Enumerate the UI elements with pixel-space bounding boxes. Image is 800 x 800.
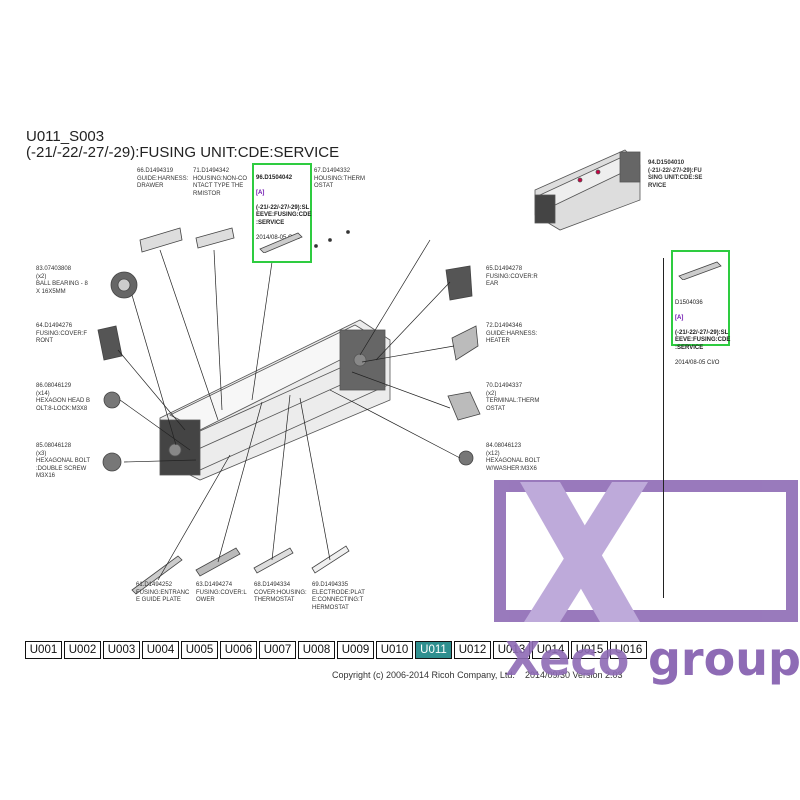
thermostat-cover-part [253,547,294,574]
highlight-b-number: D1504036 [675,299,703,306]
thermistor-housing-part [195,227,235,249]
watermark-group-word: group [648,632,800,686]
highlight-b-date: 2014/08-05 CI/O [675,359,720,366]
nav-u014[interactable]: U014 [532,641,569,659]
rear-cover-part [445,265,473,301]
drawer-guide-part [139,227,183,253]
sleeve-b-icon [678,261,722,280]
part-label-72: 72.D1494346 GUIDE:HARNESS: HEATER [486,323,538,344]
nav-u003[interactable]: U003 [103,641,140,659]
terminal-part [447,391,481,421]
nav-u013[interactable]: U013 [493,641,530,659]
part-label-61: 61.D1494252 FUSING:ENTRANC E GUIDE PLATE [136,582,190,603]
nav-u005[interactable]: U005 [181,641,218,659]
part-label-86: 86.08046129 (x14) HEXAGON HEAD B OLT:8-L… [36,383,91,412]
washer-bolt-part [458,450,474,466]
part-label-71: 71.D1494342 HOUSING:NON-CO NTACT TYPE TH… [193,168,247,197]
nav-u002[interactable]: U002 [64,641,101,659]
copyright-owner: Copyright (c) 2006-2014 Ricoh Company, L… [332,670,515,680]
part-label-84: 84.08046123 (x12) HEXAGONAL BOLT W/WASHE… [486,443,541,472]
part-label-70: 70.D1494337 (x2) TERMINAL:THERM OSTAT [486,383,540,412]
nav-u004[interactable]: U004 [142,641,179,659]
nav-u012[interactable]: U012 [454,641,491,659]
part-label-69: 69.D1494335 ELECTRODE:PLAT E:CONNECTING:… [312,582,365,611]
heater-guide-part [451,325,479,361]
service-unit-image [534,149,641,231]
page-title: (-21/-22/-27/-29):FUSING UNIT:CDE:SERVIC… [26,144,340,161]
nav-u007[interactable]: U007 [259,641,296,659]
nav-u006[interactable]: U006 [220,641,257,659]
highlight-a-number: 96.D1504042 [256,174,293,181]
highlight-part-sleeve-a[interactable]: 96.D1504042 [A] (-21/-22/-27/-29):SL EEV… [252,163,312,263]
nav-u009[interactable]: U009 [337,641,374,659]
part-label-68: 68.D1494334 COVER:HOUSING: THERMOSTAT [254,582,307,603]
entrance-guide-plate-part [131,555,183,595]
page-code: U011_S003 [26,128,105,145]
double-screw-part [102,452,122,472]
watermark-eco-x: Xeco [505,632,629,686]
part-label-85: 85.08046128 (x3) HEXAGONAL BOLT :DOUBLE … [36,443,91,479]
highlight-a-tag: [A] [256,189,265,196]
part-icons [97,227,481,595]
part-label-63: 63.D1494274 FUSING:COVER:L OWER [196,582,247,603]
nav-u001[interactable]: U001 [25,641,62,659]
part-label-94: 94.D1504010 (-21/-22/-27/-29):FU SING UN… [648,160,703,189]
nav-u016[interactable]: U016 [610,641,647,659]
copyright-text: Copyright (c) 2006-2014 Ricoh Company, L… [332,670,623,680]
part-label-67: 67.D1494332 HOUSING:THERM OSTAT [314,168,365,189]
nav-u011[interactable]: U011 [415,641,452,659]
highlight-b-tag: [A] [675,314,684,321]
nav-u015[interactable]: U015 [571,641,608,659]
part-label-64: 64.D1494276 FUSING:COVER:F RONT [36,323,88,344]
fusing-unit-body [159,319,391,481]
version-text: 2014/09/30 Version 2.03 [524,670,623,680]
part-label-66: 66.D1494319 GUIDE:HARNESS: DRAWER [137,168,189,189]
leader-lines [117,239,461,581]
highlight-part-sleeve-b[interactable]: D1504036 [A] (-21/-22/-27/-29):SL EEVE:F… [671,250,730,366]
front-cover-part [97,325,123,361]
electrode-plate-part [311,545,350,574]
watermark-x-letter: X [505,632,540,686]
part-label-65: 65.D1494278 FUSING:COVER:R EAR [486,266,538,287]
part-label-83: 83.07403808 (x2) BALL BEARING - 8 X 16X5… [36,266,88,295]
nav-u010[interactable]: U010 [376,641,413,659]
divider-line [663,258,664,598]
highlight-a-desc: (-21/-22/-27/-29):SL EEVE:FUSING:CDE :SE… [256,204,312,226]
sleeve-a-icon [259,232,303,253]
highlight-b-text: D1504036 [A] (-21/-22/-27/-29):SL EEVE:F… [675,292,730,367]
hex-bolt-part [103,391,121,409]
watermark-eco-word: eco [539,632,630,686]
nav-u008[interactable]: U008 [298,641,335,659]
watermark-logo-frame [494,480,798,622]
highlight-b-desc: (-21/-22/-27/-29):SL EEVE:FUSING:CDE :SE… [675,329,731,351]
